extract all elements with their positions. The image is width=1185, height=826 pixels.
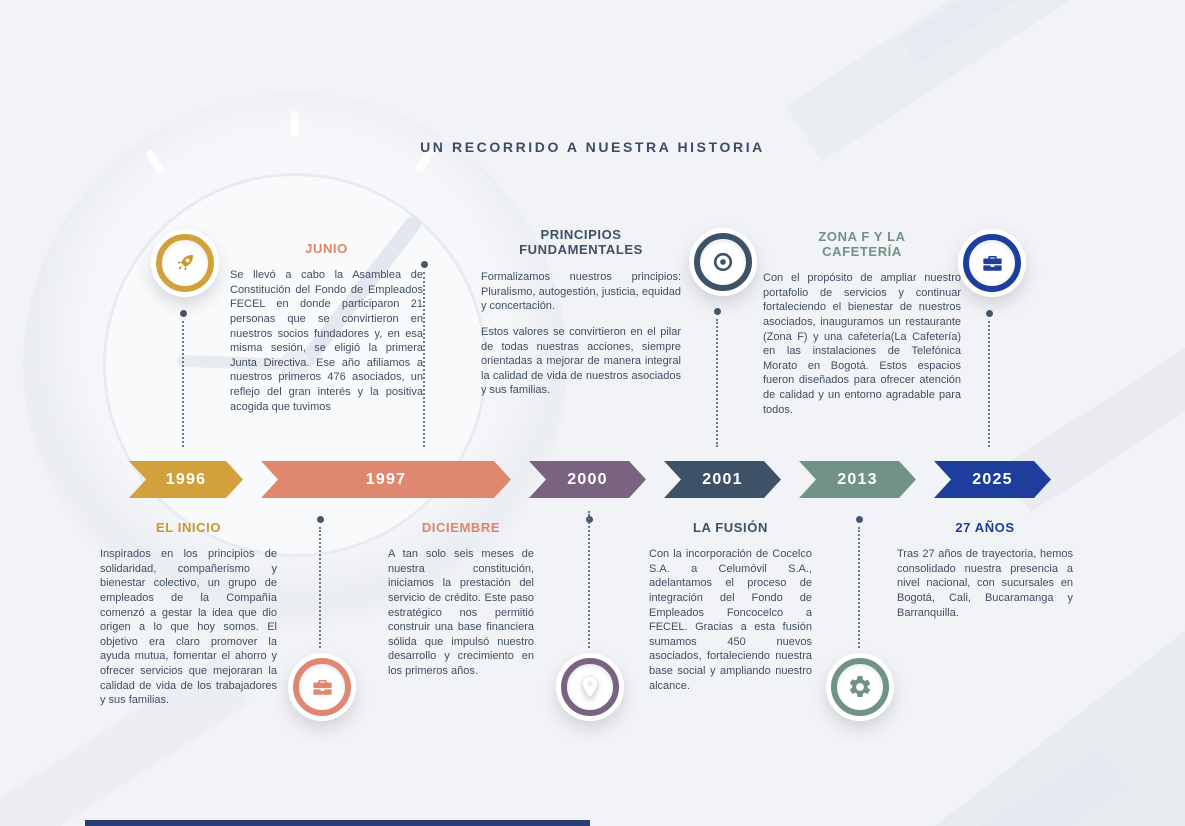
year-label: 2000 bbox=[567, 470, 608, 488]
timeline-arrow-2013: 2013 bbox=[799, 461, 916, 498]
connector-line-2025 bbox=[988, 321, 990, 447]
milestone-27anios: 27 AÑOS Tras 27 años de trayectoria, hem… bbox=[897, 520, 1073, 631]
milestone-zonaf: ZONA F Y LA CAFETERÍA Con el propósito d… bbox=[763, 229, 961, 428]
milestone-body-principios-1: Formalizamos nuestros principios: Plural… bbox=[481, 271, 681, 313]
milestone-body-27anios: Tras 27 años de trayectoria, hemos conso… bbox=[897, 548, 1073, 619]
connector-line-2001 bbox=[716, 319, 718, 447]
year-label: 2013 bbox=[837, 470, 878, 488]
background-decoration bbox=[935, 631, 1185, 826]
connector-dot bbox=[856, 516, 863, 523]
milestone-body-diciembre: A tan solo seis meses de nuestra constit… bbox=[388, 548, 534, 677]
background-decoration bbox=[900, 0, 1185, 64]
milestone-principios: PRINCIPIOS FUNDAMENTALES Formalizamos nu… bbox=[481, 227, 681, 409]
page-title: UN RECORRIDO A NUESTRA HISTORIA bbox=[420, 139, 765, 155]
connector-line-1997-bottom bbox=[319, 527, 321, 648]
background-decoration bbox=[800, 745, 1130, 826]
milestone-body-principios-2: Estos valores se convirtieron en el pila… bbox=[481, 325, 681, 397]
badge-ring bbox=[694, 233, 752, 291]
milestone-body-zonaf: Con el propósito de ampliar nuestro port… bbox=[763, 272, 961, 416]
timeline-arrow-1996: 1996 bbox=[129, 461, 243, 498]
milestone-badge-2013 bbox=[826, 653, 894, 721]
connector-dot bbox=[714, 308, 721, 315]
milestone-body-junio: Se llevó a cabo la Asamblea de Constituc… bbox=[230, 269, 423, 413]
badge-ring bbox=[963, 234, 1021, 292]
badge-ring bbox=[156, 234, 214, 292]
connector-line-2000 bbox=[588, 511, 590, 648]
gear-icon bbox=[849, 676, 871, 697]
timeline-arrow-2000: 2000 bbox=[529, 461, 646, 498]
connector-line-1997-top bbox=[423, 272, 425, 447]
milestone-heading-junio: JUNIO bbox=[305, 241, 348, 256]
badge-ring bbox=[561, 658, 619, 716]
milestone-badge-2025 bbox=[958, 229, 1026, 297]
connector-dot bbox=[986, 310, 993, 317]
connector-line-1996 bbox=[182, 321, 184, 447]
timeline-arrow-2025: 2025 bbox=[934, 461, 1051, 498]
footer-accent-bar bbox=[85, 820, 590, 826]
rocket-icon bbox=[177, 255, 193, 271]
year-label: 1997 bbox=[365, 470, 407, 488]
briefcase-icon bbox=[312, 679, 332, 695]
background-decoration bbox=[785, 0, 1185, 162]
connector-line-2013 bbox=[858, 527, 860, 648]
milestone-diciembre: DICIEMBRE A tan solo seis meses de nuest… bbox=[388, 520, 534, 690]
badge-ring bbox=[293, 658, 351, 716]
year-label: 2001 bbox=[702, 470, 743, 488]
milestone-badge-1997 bbox=[288, 653, 356, 721]
milestone-heading-diciembre: DICIEMBRE bbox=[421, 520, 501, 535]
milestone-lafusion: LA FUSIÓN Con la incorporación de Cocelc… bbox=[649, 520, 812, 704]
milestone-badge-2001 bbox=[689, 228, 757, 296]
year-label: 2025 bbox=[972, 470, 1013, 488]
year-label: 1996 bbox=[165, 470, 207, 488]
badge-ring bbox=[831, 658, 889, 716]
location-pin-icon bbox=[582, 675, 598, 699]
eye-icon bbox=[713, 252, 733, 272]
briefcase-icon bbox=[982, 255, 1002, 271]
milestone-body-lafusion: Con la incorporación de Cocelco S.A. a C… bbox=[649, 548, 812, 692]
milestone-badge-2000 bbox=[556, 653, 624, 721]
milestone-heading-lafusion: LA FUSIÓN bbox=[693, 520, 768, 535]
milestone-heading-zonaf: ZONA F Y LA CAFETERÍA bbox=[818, 229, 906, 259]
milestone-elinicio: EL INICIO Inspirados en los principios d… bbox=[100, 520, 277, 719]
milestone-badge-1996 bbox=[151, 229, 219, 297]
milestone-heading-principios: PRINCIPIOS FUNDAMENTALES bbox=[519, 227, 643, 257]
milestone-heading-elinicio: EL INICIO bbox=[155, 520, 222, 535]
timeline-arrow-2001: 2001 bbox=[664, 461, 781, 498]
timeline-arrow-1997: 1997 bbox=[261, 461, 511, 498]
milestone-heading-27anios: 27 AÑOS bbox=[955, 520, 1015, 535]
clock-tick bbox=[291, 111, 299, 137]
milestone-junio: JUNIO Se llevó a cabo la Asamblea de Con… bbox=[230, 241, 423, 425]
connector-dot bbox=[180, 310, 187, 317]
connector-dot bbox=[317, 516, 324, 523]
milestone-body-elinicio: Inspirados en los principios de solidari… bbox=[100, 548, 277, 707]
